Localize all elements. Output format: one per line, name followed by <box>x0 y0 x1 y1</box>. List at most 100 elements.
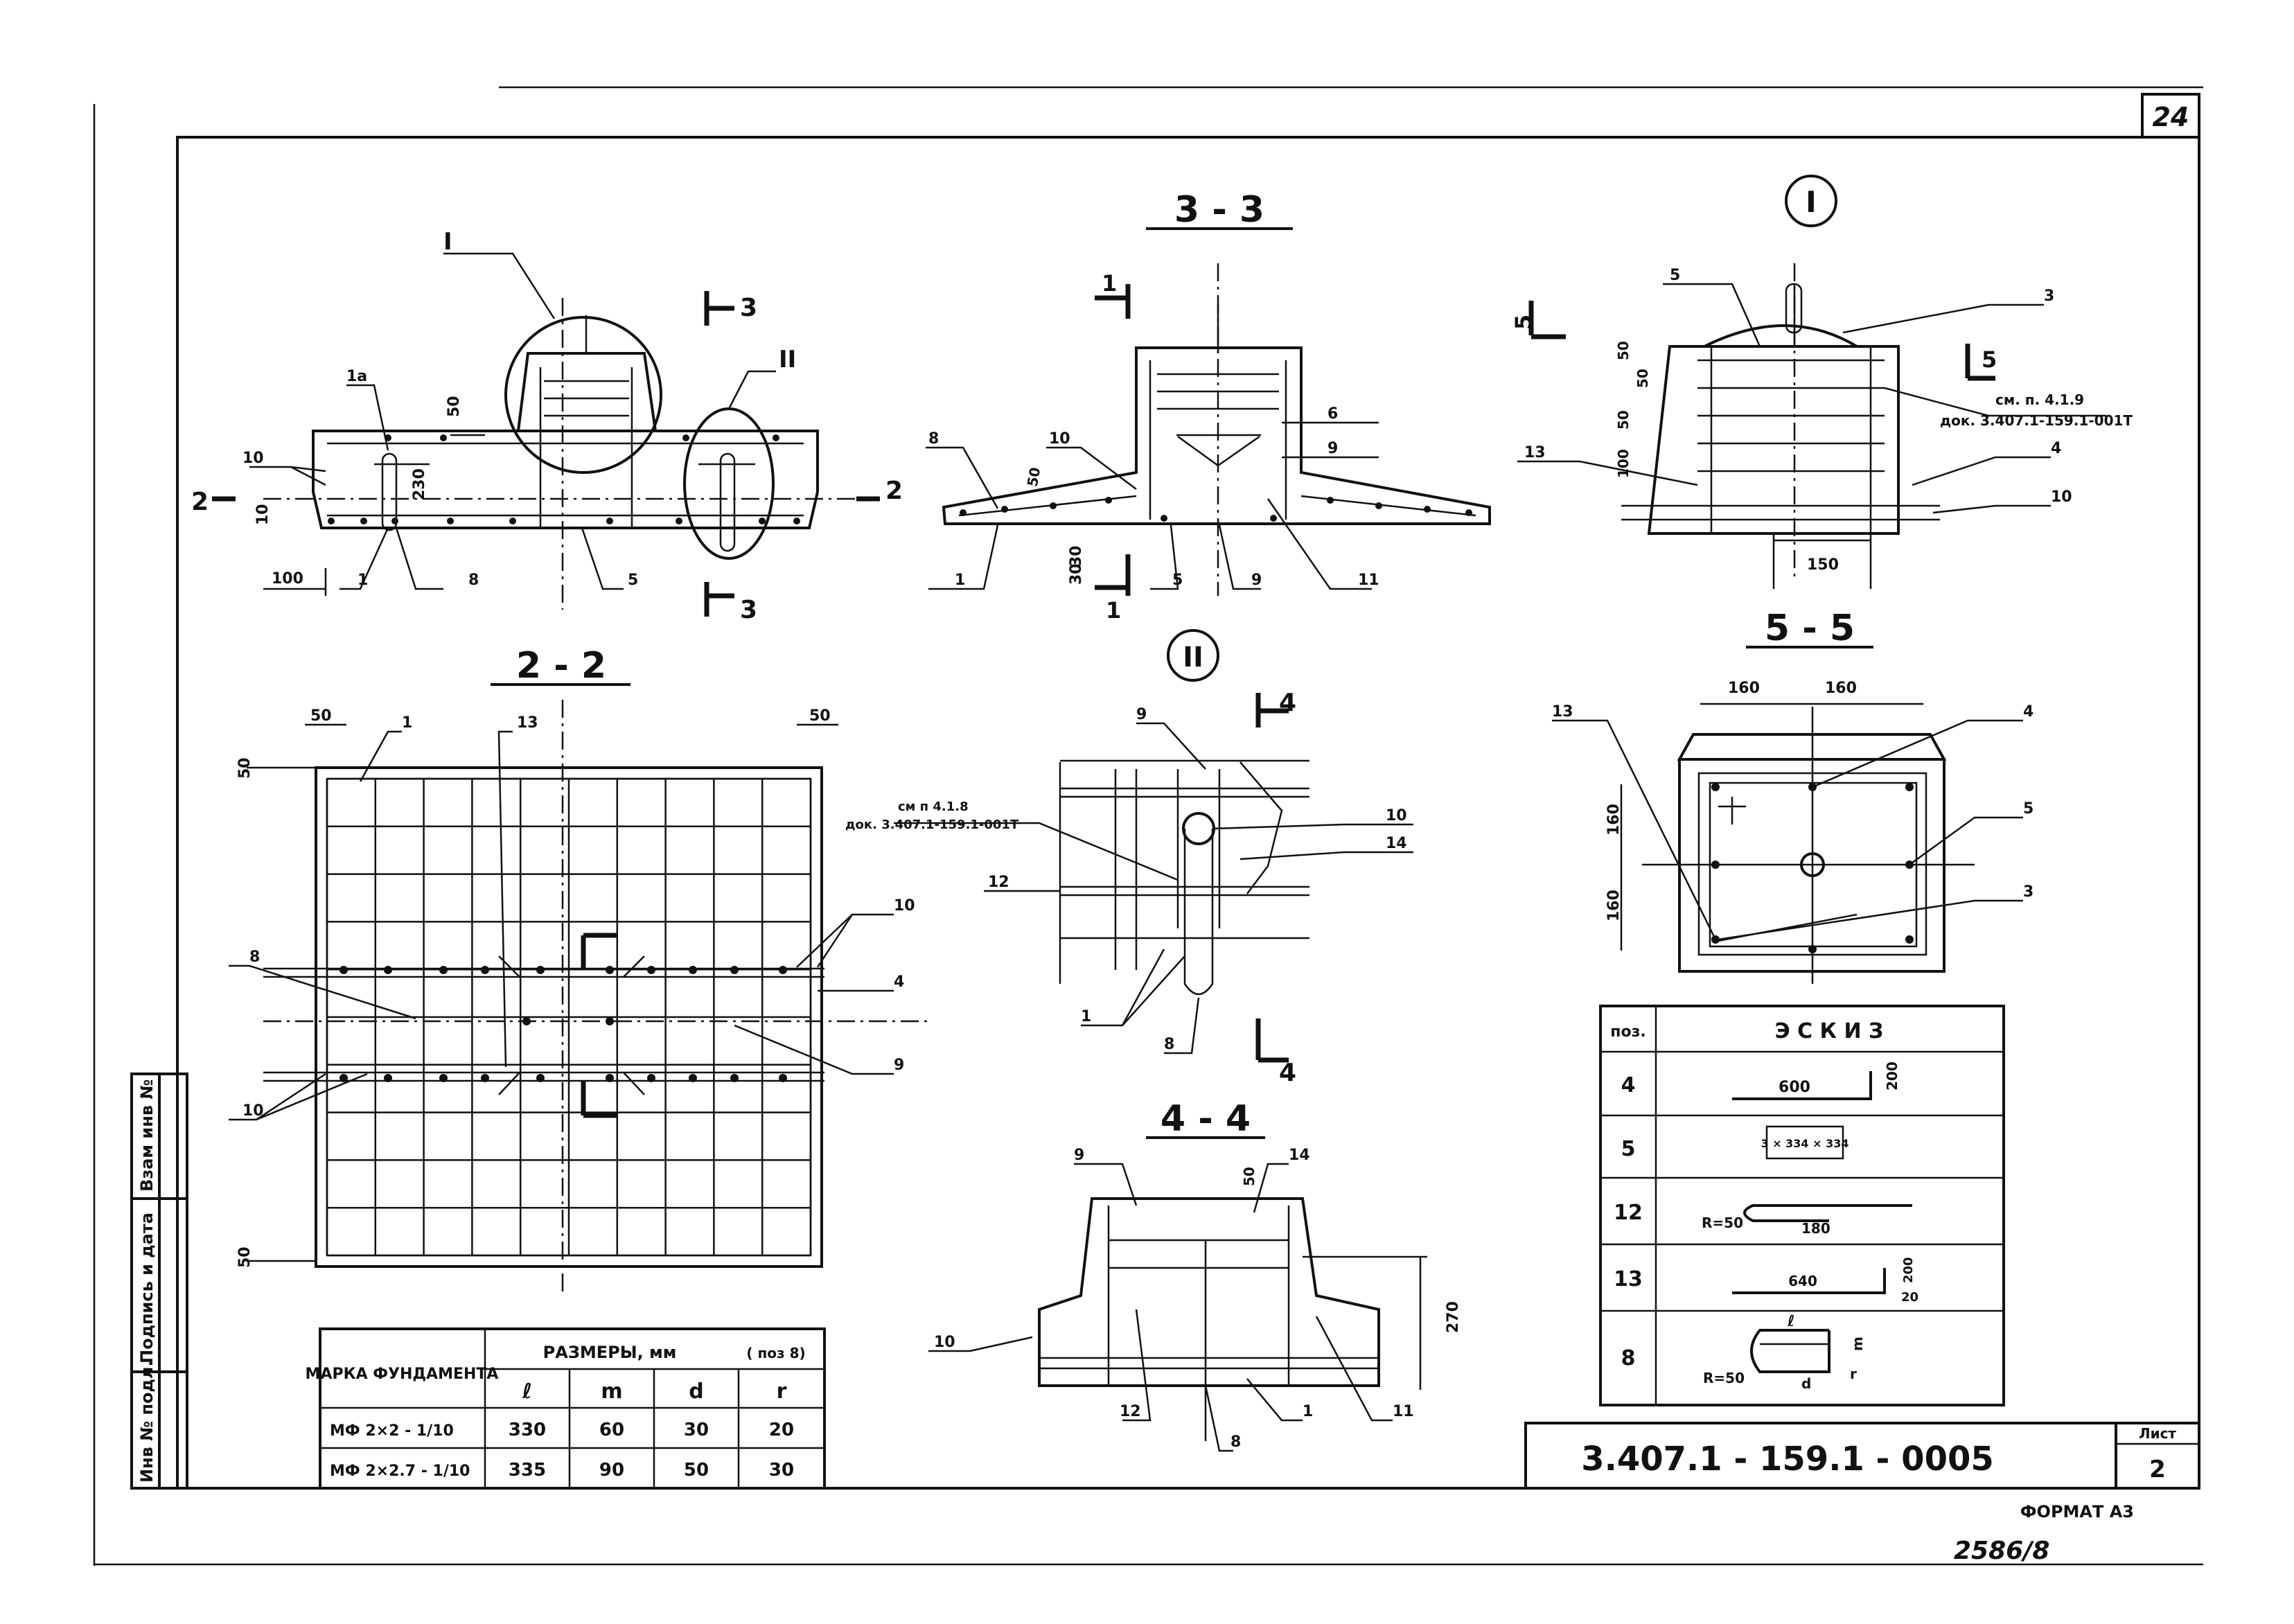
dims-row2-mark: МФ 2×2.7 - 1/10 <box>330 1463 470 1480</box>
plan-dim-50-top: 50 <box>236 757 254 779</box>
front-dim-10b: 10 <box>254 504 272 525</box>
node1-marker-left: 5 <box>1510 315 1537 330</box>
dims-row1-mark: МФ 2×2 - 1/10 <box>330 1422 454 1440</box>
dims-col-l: ℓ <box>522 1379 532 1404</box>
front-cut-3-top: 3 <box>740 294 757 322</box>
plan-label-9: 9 <box>894 1057 904 1074</box>
node2-marker-top: 4 <box>1279 689 1296 717</box>
s33-label-9a: 9 <box>1327 440 1338 457</box>
stamp-signature-label: Подпись и дата <box>137 1212 157 1363</box>
stamp-inv-label: Инв № подл. <box>137 1360 157 1483</box>
s55-dim-160d: 160 <box>1605 890 1623 921</box>
s44-label-8: 8 <box>1230 1433 1241 1451</box>
s33-label-6: 6 <box>1327 405 1338 423</box>
sketch-row-8-pos: 8 <box>1621 1346 1636 1370</box>
sketch-row-4-pos: 4 <box>1621 1073 1636 1097</box>
sketch-header: Э С К И З <box>1775 1019 1884 1043</box>
dims-row2-d: 50 <box>684 1460 709 1481</box>
dims-size-header: РАЗМЕРЫ, мм <box>543 1343 677 1362</box>
plan-label-10a: 10 <box>894 897 915 915</box>
plan-dim-50-left: 50 <box>310 707 332 725</box>
s33-marker-top: 1 <box>1102 270 1117 297</box>
node2-label-12: 12 <box>988 874 1009 891</box>
node2-note-line1: см п 4.1.8 <box>898 800 969 814</box>
s33-label-10: 10 <box>1049 430 1070 448</box>
front-label-node1: I <box>443 228 452 256</box>
s44-dim-270: 270 <box>1445 1301 1462 1333</box>
dims-row1-m: 60 <box>599 1420 624 1440</box>
node2-note-line2: док. 3.407.1-159.1-001Т <box>845 818 1019 832</box>
node2-marker-bottom: 4 <box>1279 1059 1296 1087</box>
sketch-row-13-dim-640: 640 <box>1788 1273 1817 1289</box>
node2-label-14: 14 <box>1386 835 1407 852</box>
title-block: 3.407.1 - 159.1 - 0005 Лист 2 <box>1524 1422 2200 1490</box>
node2-label-1: 1 <box>1081 1008 1091 1025</box>
s55-dim-160c: 160 <box>1605 804 1623 836</box>
front-cut-2-right: 2 <box>885 477 903 505</box>
s44-label-11: 11 <box>1393 1403 1414 1420</box>
dims-row1-r: 20 <box>769 1420 794 1440</box>
s44-label-1: 1 <box>1303 1403 1313 1420</box>
dims-row2-m: 90 <box>599 1460 624 1481</box>
front-view: 3 3 2 2 I II 1а 10 50 230 10 100 1 8 5 <box>191 228 903 624</box>
section-5-5: 5 - 5 160 160 13 4 5 3 160 160 <box>1552 608 2033 984</box>
bottom-note: 2586/8 <box>1954 1537 2049 1565</box>
plan-label-10b: 10 <box>242 1102 264 1120</box>
front-dim-100: 100 <box>272 570 303 588</box>
sketch-row-4-dim-600: 600 <box>1779 1079 1810 1096</box>
dims-row1-d: 30 <box>684 1420 709 1440</box>
node1-label-5: 5 <box>1670 267 1680 284</box>
s44-dim-50: 50 <box>1241 1167 1258 1186</box>
section-4-4-title: 4 - 4 <box>1161 1098 1251 1140</box>
s33-label-11: 11 <box>1358 572 1379 589</box>
s55-dim-160a: 160 <box>1728 680 1760 697</box>
front-dim-50: 50 <box>445 396 463 417</box>
s33-label-5: 5 <box>1172 572 1183 589</box>
dims-col-m: m <box>601 1379 622 1404</box>
s55-label-5: 5 <box>2023 800 2033 818</box>
s33-label-8: 8 <box>928 430 939 448</box>
side-stamp: Инв № подл. Подпись и дата Взам инв № <box>130 1073 188 1490</box>
s44-label-14: 14 <box>1289 1147 1310 1164</box>
node1-dim-150: 150 <box>1807 556 1839 574</box>
dims-pos-header: ( поз 8) <box>746 1345 805 1361</box>
node1-label-13: 13 <box>1524 444 1546 461</box>
section-3-3-title: 3 - 3 <box>1174 189 1264 231</box>
node1-label-3: 3 <box>2044 288 2054 305</box>
node1-note-line1: см. п. 4.1.9 <box>1995 391 2084 408</box>
dims-col-r: r <box>777 1379 787 1404</box>
s33-label-9b: 9 <box>1251 572 1262 589</box>
node-2-title: II <box>1183 642 1203 673</box>
s55-label-4: 4 <box>2023 703 2033 721</box>
dims-row2-l: 335 <box>509 1460 546 1481</box>
sketch-row-8-d: d <box>1801 1375 1811 1392</box>
plan-label-8: 8 <box>249 948 260 966</box>
sketch-row-8-l: ℓ <box>1787 1313 1794 1330</box>
sketch-row-8-r50: R=50 <box>1703 1370 1745 1386</box>
plan-dim-50-bottom: 50 <box>236 1246 254 1268</box>
dims-mark-header: МАРКА ФУНДАМЕНТА <box>306 1366 499 1383</box>
sketch-table: поз. Э С К И З 4 600 200 5 3 × 334 × 334… <box>1599 1005 2005 1406</box>
s55-label-3: 3 <box>2023 883 2033 901</box>
sketch-row-13-dim-20: 20 <box>1901 1290 1918 1305</box>
front-dim-230: 230 <box>411 468 428 500</box>
sketch-row-8-r: r <box>1850 1366 1857 1382</box>
sketch-row-12-r50: R=50 <box>1702 1215 1743 1231</box>
sketch-row-13-dim-200: 200 <box>1901 1257 1916 1283</box>
front-label-1a: 1а <box>346 368 367 385</box>
node-1-detail: I 5 5 5 3 см. п. 4.1.9 док. 3.407.1-159.… <box>1510 175 2133 589</box>
sketch-row-13-pos: 13 <box>1614 1267 1643 1291</box>
dims-col-d: d <box>689 1379 703 1404</box>
node2-label-10: 10 <box>1386 807 1407 824</box>
node1-dim-50a: 50 <box>1615 410 1632 430</box>
plan-label-4: 4 <box>894 973 904 991</box>
s44-label-10: 10 <box>934 1334 955 1351</box>
s33-label-1: 1 <box>955 572 965 589</box>
title-block-code: 3.407.1 - 159.1 - 0005 <box>1581 1440 1994 1479</box>
dims-row1-l: 330 <box>509 1420 546 1440</box>
front-label-node2: II <box>779 346 796 373</box>
sheet-corner-number: 24 <box>2153 102 2189 132</box>
s33-dim-30b: 30 <box>1068 545 1085 567</box>
s33-marker-bottom: 1 <box>1106 597 1121 624</box>
dimensions-table: МАРКА ФУНДАМЕНТА РАЗМЕРЫ, мм ( поз 8) ℓ … <box>306 1327 826 1490</box>
